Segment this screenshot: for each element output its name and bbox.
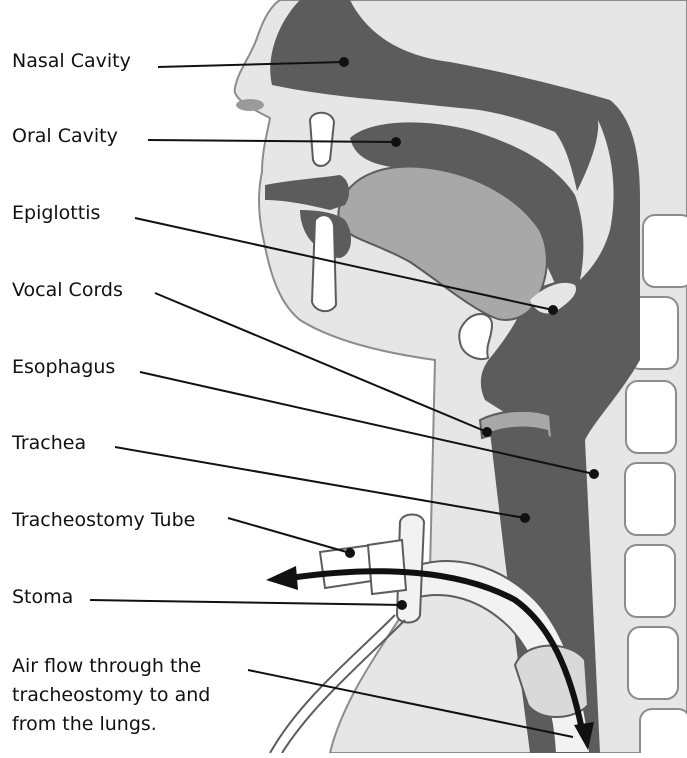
label-vocal-cords: Vocal Cords [12,276,123,305]
label-air-flow-line-1: Air flow through the [12,652,252,681]
label-trachea: Trachea [12,429,86,458]
label-stoma: Stoma [12,583,73,612]
label-air-flow-line-3: from the lungs. [12,710,252,739]
upper-teeth [310,113,334,166]
lower-teeth [312,215,336,311]
label-air-flow: Air flow through the tracheostomy to and… [12,652,252,739]
label-epiglottis: Epiglottis [12,199,100,228]
nostril [236,99,264,111]
label-oral-cavity: Oral Cavity [12,122,118,151]
tube-connector [368,540,406,594]
label-tracheostomy-tube: Tracheostomy Tube [12,506,195,535]
label-nasal-cavity: Nasal Cavity [12,47,131,76]
label-esophagus: Esophagus [12,353,115,382]
leader-tracheostomy-tube [228,518,350,553]
label-air-flow-line-2: tracheostomy to and [12,681,252,710]
leader-stoma [90,600,402,605]
airflow-arrowhead-left [266,566,298,590]
